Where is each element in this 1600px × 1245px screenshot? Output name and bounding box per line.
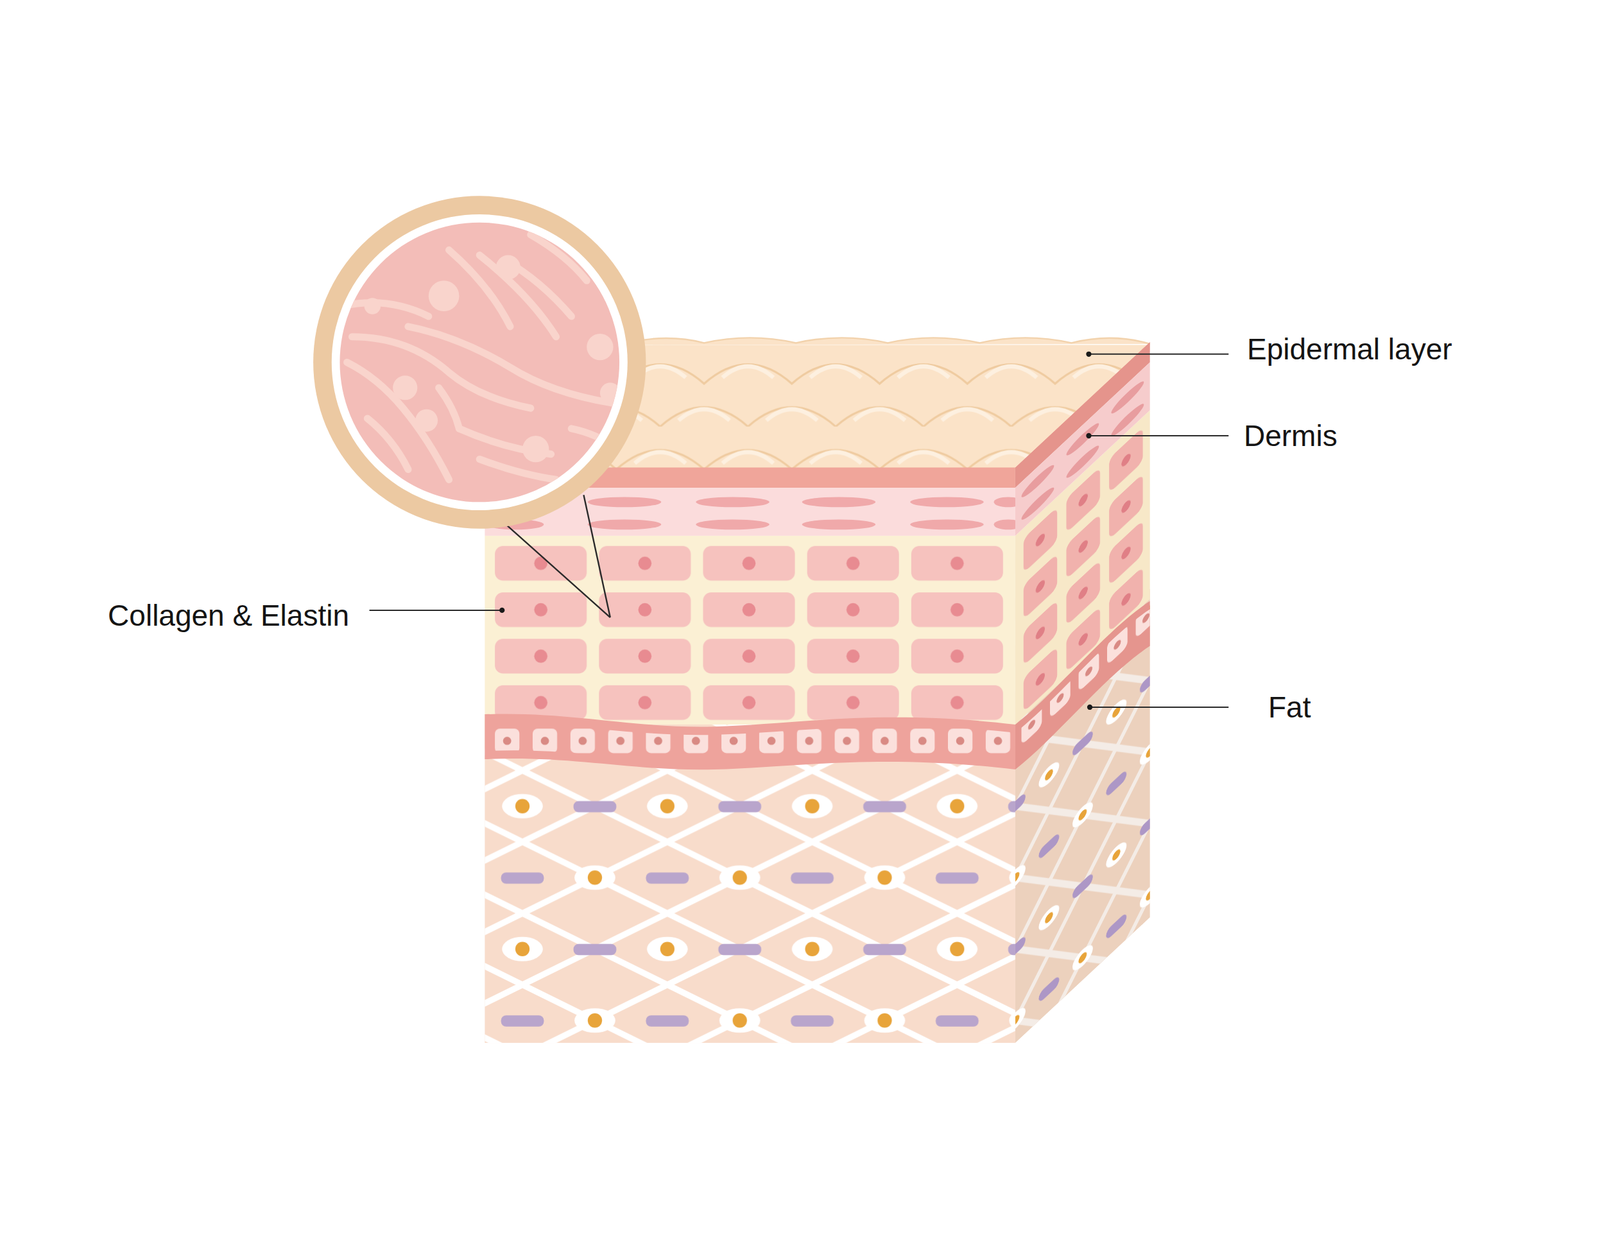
zoom-inner-ring <box>331 214 628 511</box>
surface-edge <box>619 337 1151 345</box>
fat-ground <box>484 714 1016 1043</box>
zoom-circle <box>313 195 646 529</box>
leader-lines <box>369 354 1230 708</box>
dermis-ellipses-side <box>1021 377 1145 525</box>
dermis-ground <box>484 535 1016 725</box>
basal-cells <box>484 723 1016 762</box>
layer-label: Fat <box>1268 688 1311 727</box>
fat-cells <box>484 714 1016 1043</box>
side-face <box>1015 342 1151 1043</box>
elastin-dots <box>364 255 621 463</box>
basal-band-side <box>1015 596 1151 772</box>
layer-label: Collagen & Elastin <box>107 596 350 635</box>
epidermis-band-side <box>1015 342 1151 488</box>
zoom-disk <box>339 222 620 503</box>
basal-cells-side <box>1015 604 1151 764</box>
collagen-cells <box>484 535 1016 725</box>
collagen-fibers <box>342 234 618 481</box>
layer-label: Epidermal layer <box>1247 329 1453 369</box>
zoom-ring <box>313 195 646 529</box>
basal-band <box>484 714 1016 771</box>
leader-dots <box>499 351 1093 710</box>
front-face <box>484 467 1016 1043</box>
dermis-band-side <box>1015 361 1151 536</box>
layer-label: Dermis <box>1243 416 1338 456</box>
